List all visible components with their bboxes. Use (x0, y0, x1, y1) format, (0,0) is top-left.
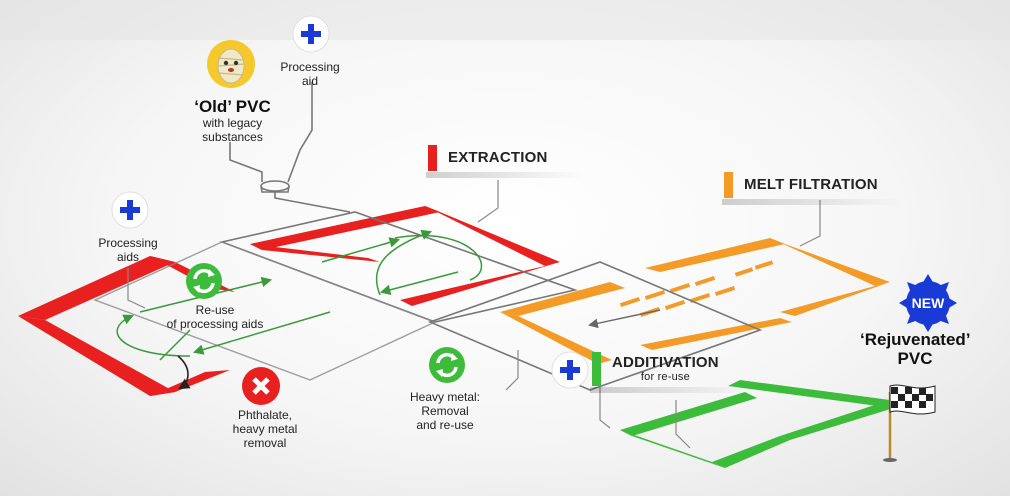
middle-orange-frame (500, 282, 792, 364)
leader-lines (127, 180, 821, 449)
melt-filtration-stage-label: MELT FILTRATION (722, 172, 902, 205)
top-fade (0, 0, 1010, 40)
removal-arrow (177, 355, 191, 390)
additivation-color-bar (592, 352, 601, 386)
reuse-aids-label: Re-use of processing aids (166, 303, 264, 331)
melt-orange-frame (645, 238, 890, 316)
recycle-icon (186, 263, 222, 299)
melt-color-bar (724, 172, 733, 198)
melt-platform (427, 261, 763, 391)
additivation-shadow (590, 387, 750, 393)
heavy-metal-label: Heavy metal: Removal and re-use (409, 390, 481, 432)
additivation-sub: for re-use (640, 371, 690, 383)
extraction-shadow (426, 172, 586, 178)
plus-icon (292, 15, 330, 53)
extraction-stage-label: EXTRACTION (426, 145, 586, 178)
melt-shadow (722, 199, 902, 205)
plus-icon (111, 191, 149, 229)
rejuvenated-pvc-label: ‘Rejuvenated’ PVC (860, 330, 971, 368)
extraction-color-bar (428, 145, 437, 171)
filter-dashes (619, 260, 774, 317)
checkered-flag-icon (889, 384, 936, 415)
plus-icon (551, 351, 589, 389)
old-pvc-label: ‘Old’ PVC with legacy substances (170, 97, 295, 144)
cross-icon (242, 367, 280, 405)
extraction-red-frame (250, 206, 560, 306)
melt-arrow (588, 309, 661, 329)
hopper (229, 82, 351, 213)
additivation-stage-label: ADDITIVATION for re-use (590, 352, 750, 393)
processing-aids-label: Processing aids (98, 236, 158, 264)
additivation-green-frame (620, 380, 900, 468)
phthalate-label: Phthalate, heavy metal removal (232, 408, 298, 450)
recycle-icon (429, 347, 465, 383)
old-pvc-title: ‘Old’ PVC (194, 97, 271, 116)
extraction-green-arrows (321, 229, 483, 296)
left-platform (93, 241, 437, 381)
new-badge-text: NEW (912, 295, 945, 311)
old-pvc-icon (207, 40, 255, 88)
processing-aid-label: Processing aid (280, 60, 340, 88)
new-badge-icon: NEW (899, 274, 957, 332)
